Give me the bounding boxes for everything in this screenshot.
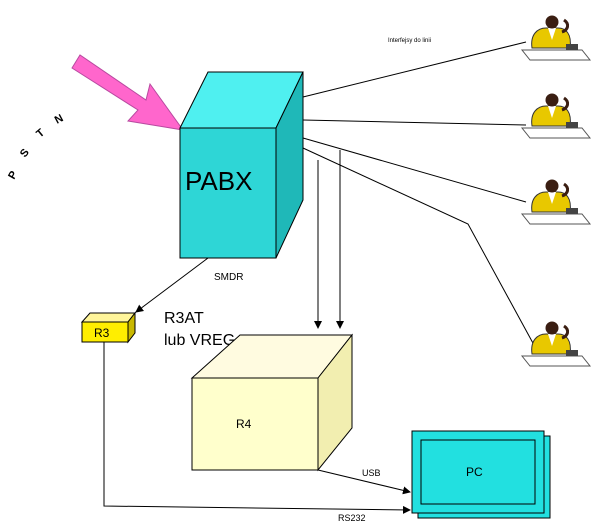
operator-1-icon	[522, 16, 590, 61]
pstn-arrow-icon	[72, 55, 183, 130]
smdr-label: SMDR	[214, 272, 243, 283]
operator-2-icon	[522, 94, 590, 139]
r3-caption-line2: lub VREG	[164, 332, 235, 349]
r4-label: R4	[236, 417, 252, 431]
r3-caption-line1: R3AT	[164, 310, 204, 327]
pstn-letter-t: T	[34, 127, 47, 141]
phone-lines	[303, 42, 534, 345]
operator-4-icon	[522, 322, 590, 367]
pstn-letter-n: N	[53, 112, 66, 126]
pc-label: PC	[466, 465, 483, 479]
pstn-letter-p: P	[6, 169, 20, 181]
pstn-letter-s: S	[18, 147, 32, 160]
pabx-label: PABX	[185, 166, 252, 196]
operator-3-icon	[522, 180, 590, 225]
pstn-label: P S T N	[6, 112, 65, 181]
r4-box	[192, 335, 352, 470]
rs232-label: RS232	[338, 513, 366, 523]
usb-label: USB	[362, 468, 381, 478]
smdr-arrow	[136, 258, 208, 312]
pabx-box	[180, 72, 303, 258]
r3-label: R3	[94, 326, 110, 340]
interfaces-label: Interfejsy do linii	[388, 38, 431, 44]
